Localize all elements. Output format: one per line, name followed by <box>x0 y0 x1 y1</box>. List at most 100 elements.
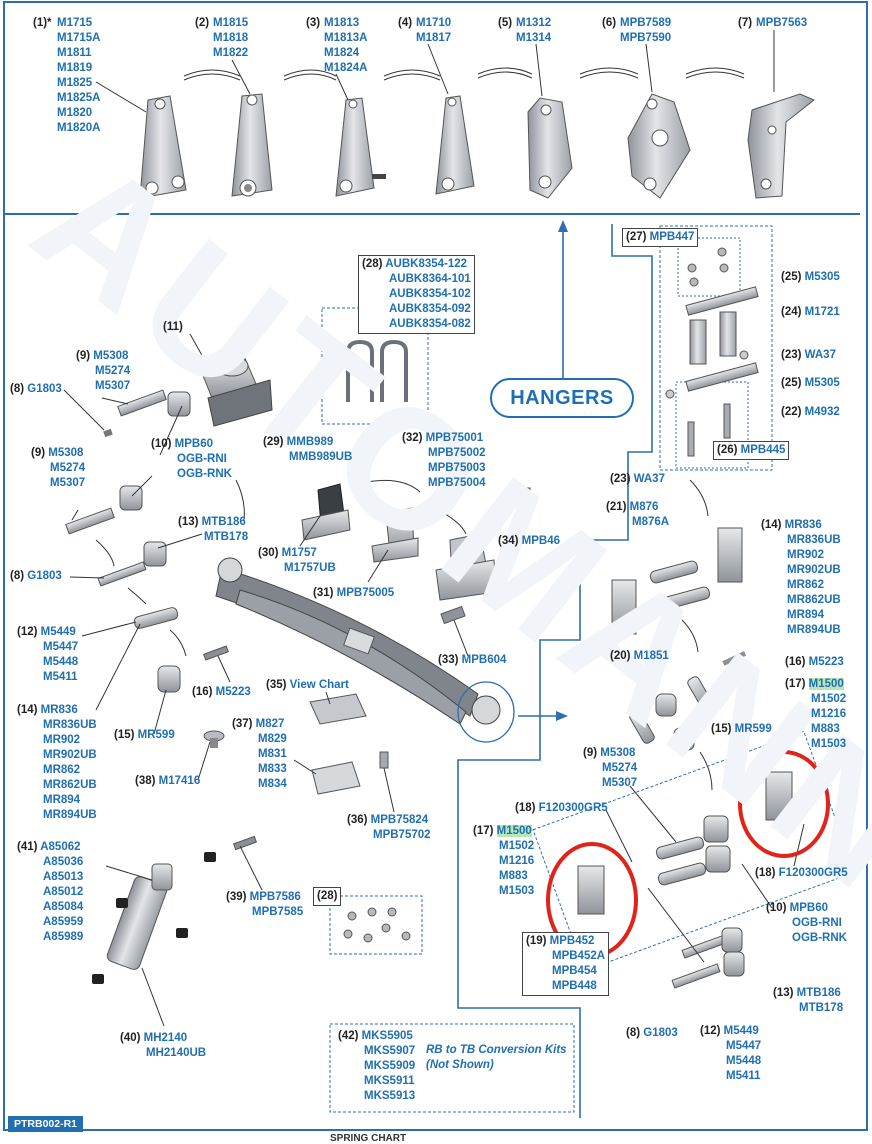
part-number[interactable]: M1825 <box>57 77 93 89</box>
part-number[interactable]: MPB7590 <box>620 32 672 44</box>
part-number[interactable]: M5307 <box>95 380 131 392</box>
part-number[interactable]: M827 <box>255 718 285 730</box>
part-number[interactable]: M831 <box>258 748 287 760</box>
part-number[interactable]: MR599 <box>734 723 772 735</box>
part-number[interactable]: OGB-RNI <box>792 917 842 929</box>
part-number[interactable]: G1803 <box>27 570 62 582</box>
part-number[interactable]: MR836 <box>784 519 822 531</box>
part-number[interactable]: A85013 <box>43 871 84 883</box>
part-number[interactable]: MPB452A <box>552 950 606 962</box>
part-number[interactable]: M1825A <box>57 92 101 104</box>
part-number[interactable]: MR836UB <box>787 534 841 546</box>
part-number[interactable]: MR862 <box>787 579 825 591</box>
part-number[interactable]: MR836 <box>40 704 78 716</box>
part-number[interactable]: AUBK8354-082 <box>389 318 471 330</box>
part-number[interactable]: M5411 <box>43 671 78 683</box>
hangers-button[interactable]: HANGERS <box>490 378 634 418</box>
part-number[interactable]: M1811 <box>57 47 92 59</box>
view-chart-link[interactable]: View Chart <box>289 679 349 691</box>
part-number[interactable]: M5305 <box>804 271 840 283</box>
part-number[interactable]: MKS5907 <box>364 1045 416 1057</box>
part-number[interactable]: M5223 <box>808 656 844 668</box>
part-number[interactable]: MKS5909 <box>364 1060 416 1072</box>
part-number[interactable]: M5308 <box>600 747 636 759</box>
part-number[interactable]: MR894UB <box>787 624 841 636</box>
part-number[interactable]: MPB604 <box>461 654 507 666</box>
part-number[interactable]: MR894 <box>787 609 825 621</box>
part-number-highlighted[interactable]: M1500 <box>808 678 844 690</box>
part-number[interactable]: MPB454 <box>552 965 597 977</box>
part-number[interactable]: A85062 <box>40 841 81 853</box>
part-number[interactable]: AUBK8354-092 <box>389 303 471 315</box>
part-number[interactable]: M1824A <box>324 62 368 74</box>
part-number[interactable]: WA37 <box>804 349 836 361</box>
part-number[interactable]: MR862UB <box>43 779 97 791</box>
part-number[interactable]: M5307 <box>50 477 86 489</box>
part-number[interactable]: M1818 <box>213 32 249 44</box>
part-number[interactable]: M1757 <box>281 547 317 559</box>
part-number[interactable]: M1216 <box>499 855 535 867</box>
part-number[interactable]: OGB-RNI <box>177 453 227 465</box>
part-number[interactable]: WA37 <box>633 473 665 485</box>
part-number[interactable]: MTB186 <box>201 516 246 528</box>
part-number[interactable]: M1314 <box>516 32 552 44</box>
part-number[interactable]: M5308 <box>48 447 84 459</box>
part-number[interactable]: M833 <box>258 763 287 775</box>
part-number[interactable]: MMB989UB <box>289 451 353 463</box>
part-number[interactable]: M5447 <box>726 1040 762 1052</box>
part-number[interactable]: M5307 <box>602 777 638 789</box>
part-number[interactable]: M876A <box>632 516 670 528</box>
part-number[interactable]: M1851 <box>633 650 669 662</box>
part-number[interactable]: MKS5905 <box>361 1030 413 1042</box>
part-number[interactable]: M1715 <box>57 17 93 29</box>
part-number[interactable]: MMB989 <box>286 436 334 448</box>
part-number[interactable]: OGB-RNK <box>792 932 847 944</box>
part-number[interactable]: M1715A <box>57 32 101 44</box>
part-number[interactable]: MR599 <box>137 729 175 741</box>
part-number[interactable]: M1502 <box>499 840 535 852</box>
part-number[interactable]: M5449 <box>40 626 76 638</box>
part-number[interactable]: MPB7586 <box>249 891 301 903</box>
part-number[interactable]: MPB448 <box>552 980 597 992</box>
part-number[interactable]: M883 <box>499 870 528 882</box>
part-number[interactable]: F120300GR5 <box>538 802 608 814</box>
part-number[interactable]: MPB75702 <box>373 829 431 841</box>
part-number[interactable]: MR894UB <box>43 809 97 821</box>
part-number[interactable]: M5448 <box>43 656 79 668</box>
part-number[interactable]: F120300GR5 <box>778 867 848 879</box>
part-number[interactable]: M17416 <box>158 775 201 787</box>
part-number[interactable]: MPB452 <box>549 935 595 947</box>
part-number[interactable]: AUBK8354-102 <box>389 288 471 300</box>
part-number[interactable]: M1820A <box>57 122 101 134</box>
part-number[interactable]: M5274 <box>95 365 131 377</box>
part-number[interactable]: MR902 <box>43 734 81 746</box>
part-number[interactable]: M876 <box>629 501 659 513</box>
part-number[interactable]: A85012 <box>43 886 84 898</box>
part-number[interactable]: M1822 <box>213 47 249 59</box>
part-number[interactable]: G1803 <box>643 1027 678 1039</box>
part-number[interactable]: MPB75004 <box>428 477 486 489</box>
part-number[interactable]: M1721 <box>804 306 840 318</box>
part-number[interactable]: M5274 <box>50 462 86 474</box>
part-number[interactable]: MR862 <box>43 764 81 776</box>
part-number[interactable]: M1813A <box>324 32 368 44</box>
part-number[interactable]: MTB178 <box>204 531 249 543</box>
part-number[interactable]: MPB75005 <box>336 587 395 599</box>
part-number[interactable]: A85959 <box>43 916 84 928</box>
part-number[interactable]: A85036 <box>43 856 84 868</box>
part-number[interactable]: MPB60 <box>174 438 214 450</box>
part-number[interactable]: MPB445 <box>740 444 786 456</box>
part-number[interactable]: M5308 <box>93 350 129 362</box>
part-number[interactable]: M1819 <box>57 62 93 74</box>
part-number[interactable]: M829 <box>258 733 287 745</box>
part-number[interactable]: MPB60 <box>789 902 829 914</box>
part-number[interactable]: MPB7585 <box>252 906 304 918</box>
part-number[interactable]: MPB75824 <box>370 814 429 826</box>
part-number[interactable]: MPB75002 <box>428 447 486 459</box>
part-number[interactable]: MR902 <box>787 549 825 561</box>
part-number[interactable]: MPB46 <box>521 535 561 547</box>
part-number[interactable]: MR902UB <box>787 564 841 576</box>
part-number[interactable]: MKS5913 <box>364 1090 416 1102</box>
part-number[interactable]: M5447 <box>43 641 79 653</box>
part-number[interactable]: M5305 <box>804 377 840 389</box>
